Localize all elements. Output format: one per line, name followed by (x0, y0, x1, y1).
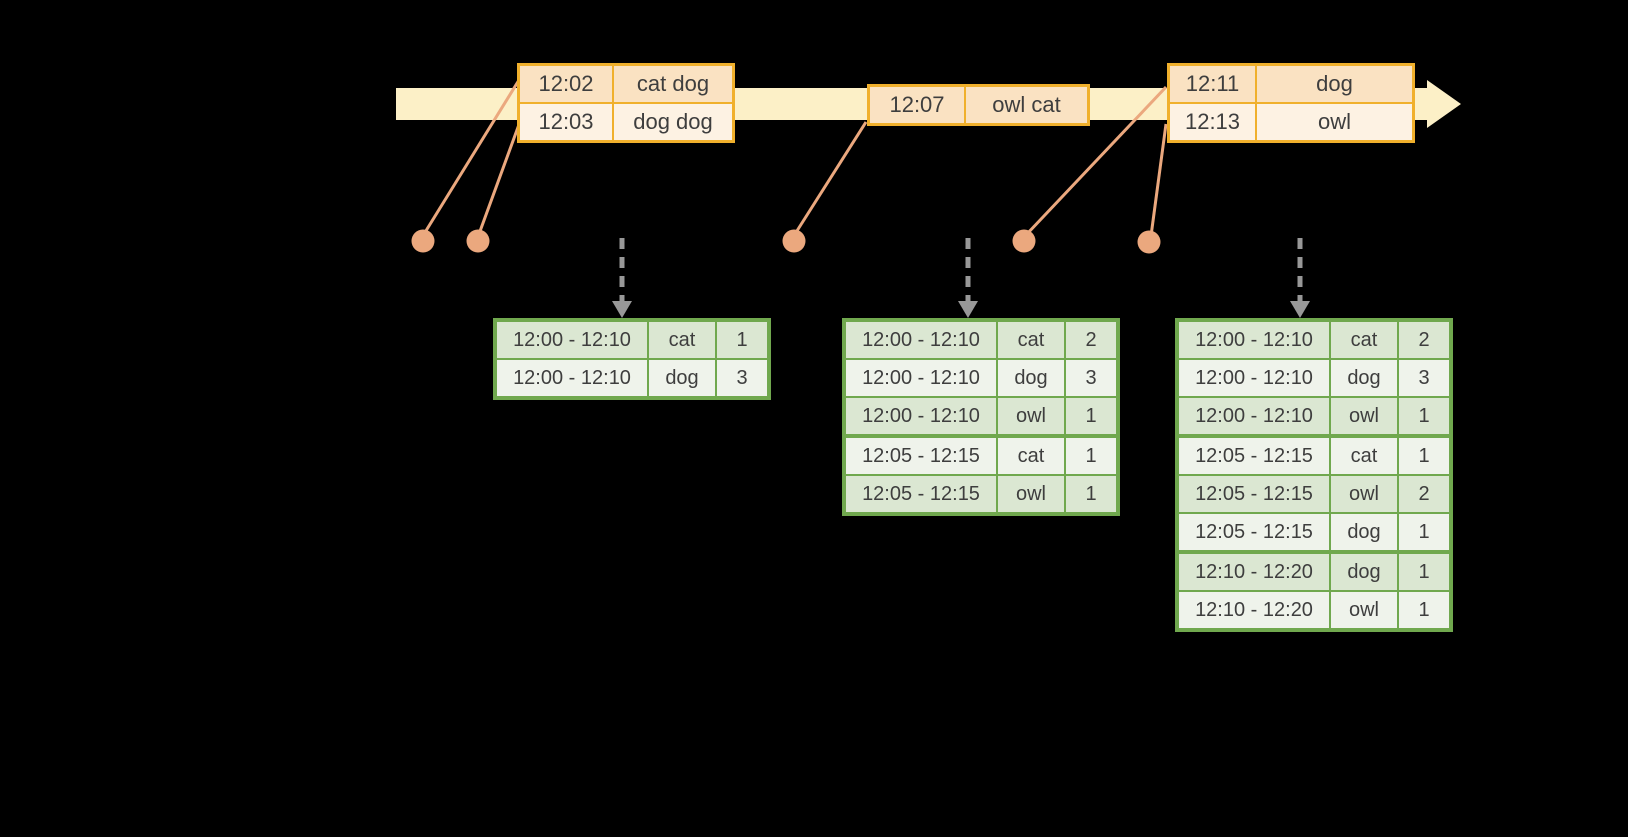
words-cell: owl (1255, 102, 1415, 143)
time-cell: 12:11 (1167, 63, 1257, 104)
count-cell: 1 (1064, 474, 1119, 515)
word-cell: dog (1329, 358, 1399, 398)
word-cell: owl (1329, 396, 1399, 437)
count-cell: 3 (1064, 358, 1119, 398)
count-cell: 3 (715, 358, 770, 399)
event-marker-dot (1012, 229, 1036, 253)
window-cell: 12:05 - 12:15 (843, 434, 998, 476)
count-cell: 2 (1397, 319, 1452, 360)
time-cell: 12:13 (1167, 102, 1257, 143)
count-cell: 2 (1064, 319, 1119, 360)
count-cell: 1 (1397, 512, 1452, 553)
time-cell: 12:02 (517, 63, 614, 104)
time-cell: 12:07 (867, 84, 966, 126)
window-cell: 12:05 - 12:15 (1176, 512, 1331, 553)
window-cell: 12:05 - 12:15 (843, 474, 998, 515)
words-cell: cat dog (612, 63, 735, 104)
count-cell: 1 (1397, 434, 1452, 476)
event-marker-dot (466, 229, 490, 253)
window-cell: 12:00 - 12:10 (1176, 319, 1331, 360)
word-cell: cat (1329, 319, 1399, 360)
event-connector-line (477, 118, 523, 235)
timeline-arrowhead-icon (1427, 80, 1461, 128)
count-cell: 1 (1397, 396, 1452, 437)
event-connector-line (1149, 123, 1168, 237)
word-cell: dog (1329, 550, 1399, 592)
count-cell: 1 (1397, 590, 1452, 631)
word-cell: cat (1329, 434, 1399, 476)
window-cell: 12:00 - 12:10 (843, 396, 998, 437)
words-cell: dog (1255, 63, 1415, 104)
trigger-arrow-icon (958, 238, 978, 318)
event-marker-dot (1137, 230, 1161, 254)
count-cell: 1 (1397, 550, 1452, 592)
word-cell: owl (996, 474, 1066, 515)
window-cell: 12:00 - 12:10 (494, 358, 649, 399)
word-cell: dog (1329, 512, 1399, 553)
window-cell: 12:00 - 12:10 (1176, 358, 1331, 398)
word-cell: cat (996, 434, 1066, 476)
time-cell: 12:03 (517, 102, 614, 143)
window-cell: 12:00 - 12:10 (843, 319, 998, 360)
window-cell: 12:05 - 12:15 (1176, 434, 1331, 476)
count-cell: 1 (1064, 396, 1119, 437)
words-cell: dog dog (612, 102, 735, 143)
window-cell: 12:00 - 12:10 (1176, 396, 1331, 437)
window-cell: 12:00 - 12:10 (494, 319, 649, 360)
word-cell: owl (1329, 590, 1399, 631)
word-cell: dog (996, 358, 1066, 398)
window-cell: 12:00 - 12:10 (843, 358, 998, 398)
trigger-arrow-icon (1290, 238, 1310, 318)
count-cell: 1 (1064, 434, 1119, 476)
count-cell: 3 (1397, 358, 1452, 398)
count-cell: 1 (715, 319, 770, 360)
window-cell: 12:05 - 12:15 (1176, 474, 1331, 514)
event-marker-dot (411, 229, 435, 253)
window-cell: 12:10 - 12:20 (1176, 550, 1331, 592)
window-cell: 12:10 - 12:20 (1176, 590, 1331, 631)
count-cell: 2 (1397, 474, 1452, 514)
event-marker-dot (782, 229, 806, 253)
words-cell: owl cat (964, 84, 1090, 126)
word-cell: cat (996, 319, 1066, 360)
event-connector-line (793, 121, 868, 235)
word-cell: cat (647, 319, 717, 360)
word-cell: dog (647, 358, 717, 399)
word-cell: owl (1329, 474, 1399, 514)
word-cell: owl (996, 396, 1066, 437)
trigger-arrow-icon (612, 238, 632, 318)
